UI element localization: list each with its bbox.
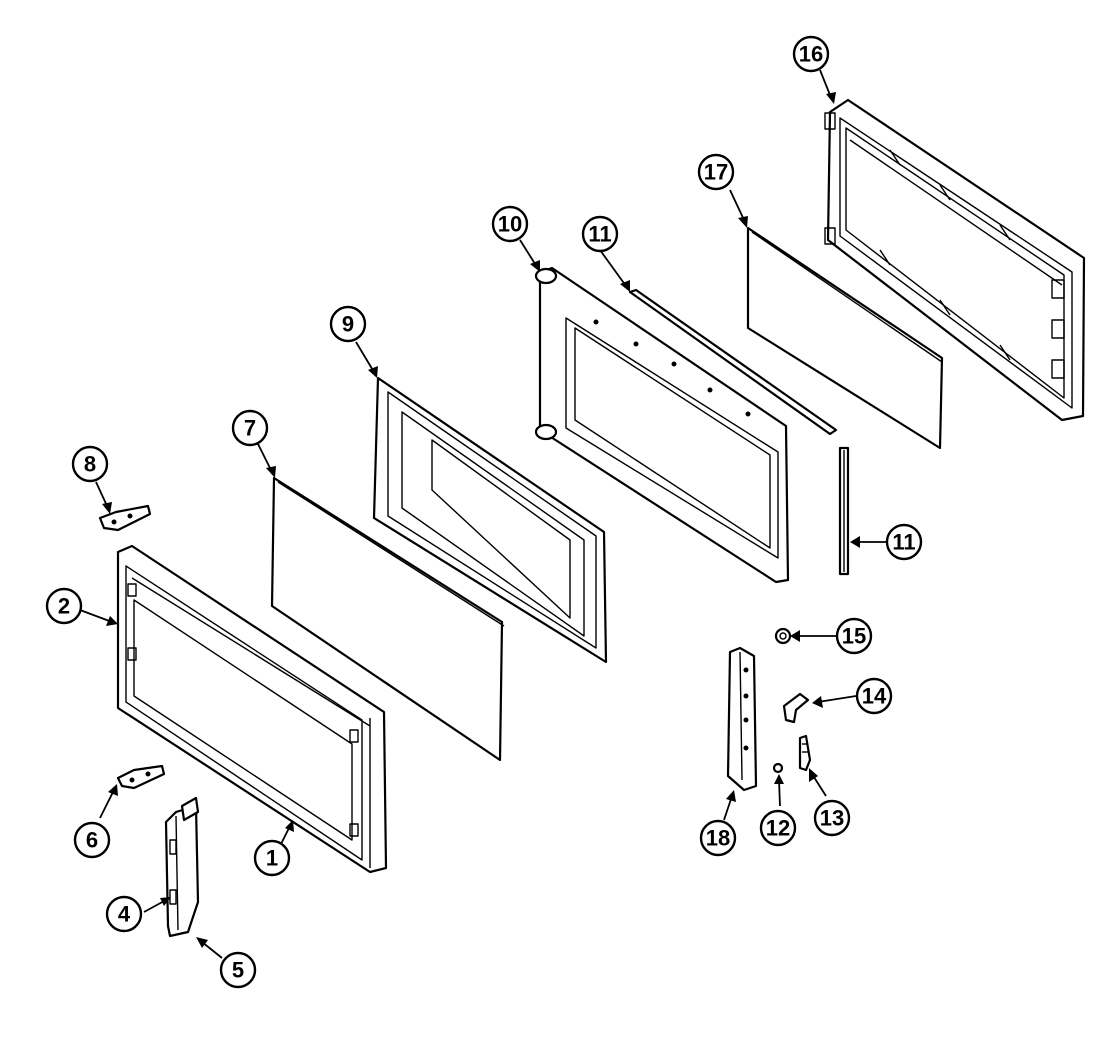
part-11-strip-vertical [838, 446, 850, 576]
callout-2: 2 [45, 587, 83, 625]
callout-8-label: 8 [84, 452, 96, 477]
callout-11-top-label: 11 [588, 222, 611, 247]
callout-6: 6 [73, 821, 111, 859]
leader-lines [79, 69, 886, 959]
callout-14: 14 [855, 677, 893, 715]
callout-11-right: 11 [885, 523, 923, 561]
part-18-latch-plate [726, 646, 758, 792]
part-13-spring [798, 734, 812, 772]
callout-15-label: 15 [842, 624, 866, 649]
callout-9: 9 [329, 305, 367, 343]
part-14-latch-hook [782, 692, 810, 724]
callout-5: 5 [219, 951, 257, 989]
part-9-choke-frame [372, 376, 608, 664]
part-10-inner-door [534, 266, 790, 584]
part-16-door-frame [824, 98, 1086, 422]
callout-12-label: 12 [766, 816, 790, 841]
part-6-hinge-bracket [116, 764, 166, 790]
callout-9-label: 9 [342, 312, 354, 337]
part-7-glass-sheet [270, 476, 505, 762]
part-8-hinge-bracket [98, 504, 152, 532]
part-4-latch-bracket [164, 796, 200, 938]
callout-16: 16 [792, 35, 830, 73]
callout-11-top: 11 [581, 215, 619, 253]
callout-12: 12 [759, 809, 797, 847]
callout-5-label: 5 [232, 958, 244, 983]
part-17-glass-panel [746, 226, 944, 450]
callout-17-label: 17 [704, 160, 728, 185]
callout-16-label: 16 [799, 42, 823, 67]
callout-4: 4 [105, 895, 143, 933]
callout-18-label: 18 [706, 826, 730, 851]
callout-18: 18 [699, 819, 737, 857]
callout-15: 15 [835, 617, 873, 655]
part-12-screw [772, 762, 784, 774]
part-11-strip-top [628, 288, 838, 436]
callout-10-label: 10 [498, 212, 522, 237]
callout-17: 17 [697, 153, 735, 191]
callout-10: 10 [491, 205, 529, 243]
callout-1-label: 1 [266, 846, 278, 871]
callout-14-label: 14 [862, 684, 887, 709]
callout-13: 13 [813, 799, 851, 837]
part-2-front-frame [116, 544, 388, 874]
callout-13-label: 13 [820, 806, 844, 831]
callout-7: 7 [231, 409, 269, 447]
callout-7-label: 7 [244, 416, 256, 441]
part-15-nut [774, 627, 792, 645]
callout-4-label: 4 [118, 902, 131, 927]
callout-1: 1 [253, 839, 291, 877]
callout-2-label: 2 [58, 594, 70, 619]
callout-6-label: 6 [86, 828, 98, 853]
callout-11-right-label: 11 [892, 530, 915, 555]
callout-8: 8 [71, 445, 109, 483]
